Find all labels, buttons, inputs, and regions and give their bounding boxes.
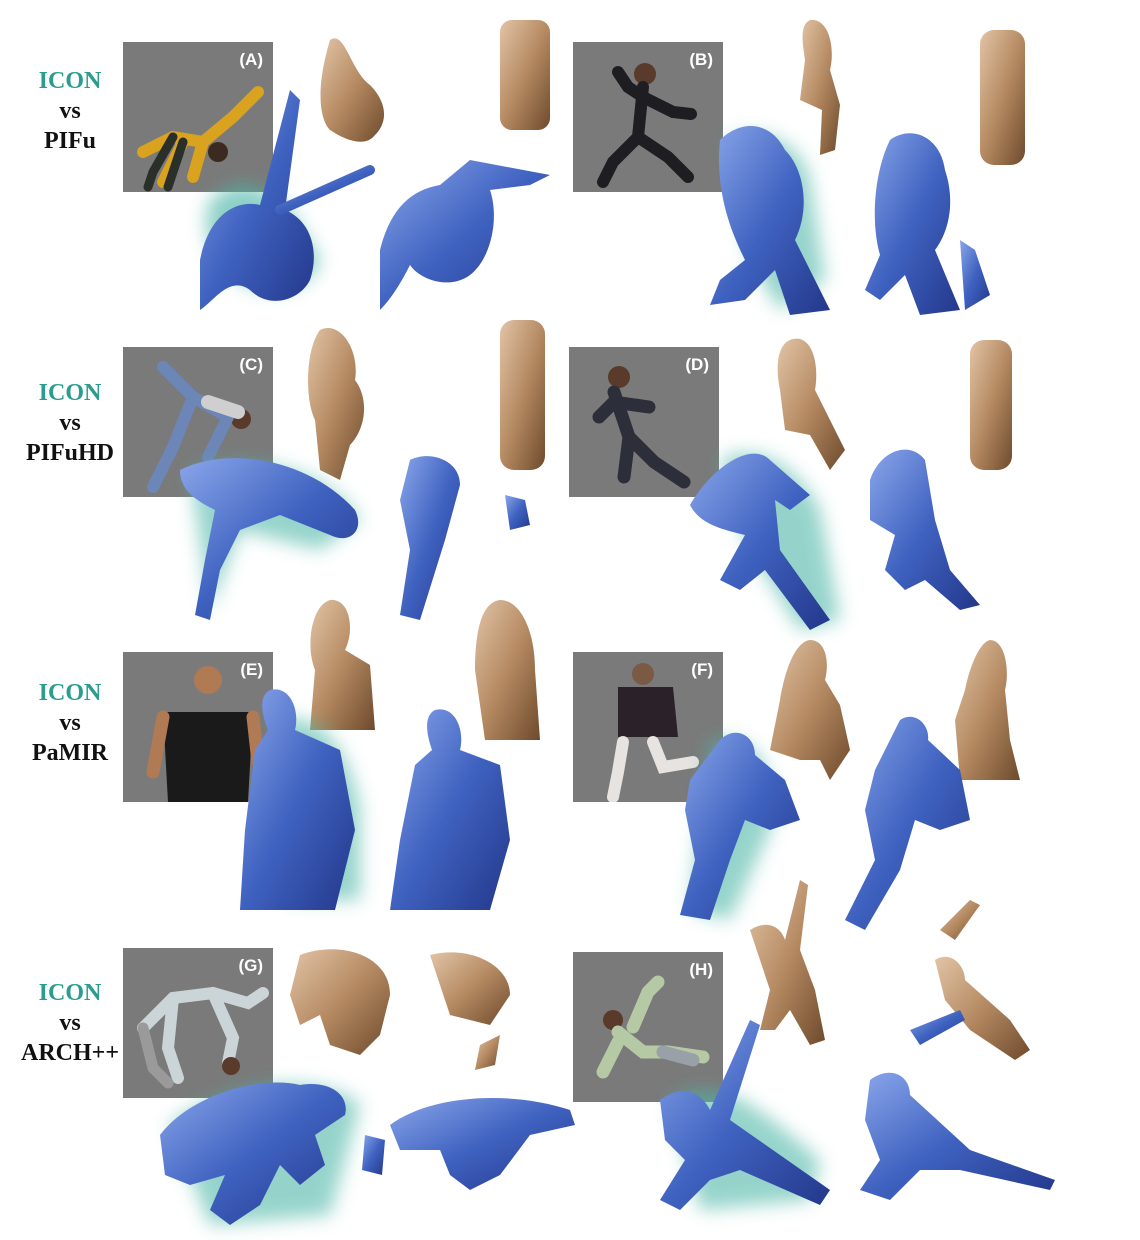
person-silhouette [607, 663, 699, 802]
mesh-figures-d [690, 338, 1012, 630]
pamir-mesh-side [475, 600, 540, 740]
icon-mesh [160, 1082, 346, 1225]
input-photo-g: (G) [123, 948, 273, 1098]
panel-tag: (G) [238, 956, 263, 975]
vs-text: vs [59, 410, 81, 436]
pifuhd-mesh-side [500, 320, 545, 470]
baseline-mesh-blue [362, 1098, 575, 1190]
baseline-mesh-blue [865, 133, 990, 315]
person-silhouette [596, 975, 710, 1079]
pifuhd-mesh-front [308, 328, 365, 480]
method-name: ICON [38, 380, 102, 406]
baseline-mesh-blue [400, 456, 530, 620]
panel-tag: (D) [685, 355, 709, 374]
panel-tag: (H) [689, 960, 713, 979]
icon-mesh [680, 732, 800, 920]
person-silhouette [137, 86, 264, 192]
mesh-figures-a [200, 20, 550, 310]
baseline-name: PIFu [43, 128, 96, 154]
input-photo-b: (B) [573, 42, 723, 192]
person-silhouette [146, 666, 265, 802]
pamir-mesh-front [310, 599, 375, 730]
person-silhouette [592, 366, 691, 489]
pifu-mesh-front [320, 38, 385, 142]
baseline-mesh-blue [380, 160, 550, 310]
mesh-figures-h [660, 880, 1055, 1210]
archpp-mesh-front [290, 949, 390, 1055]
mesh-figures-e [240, 599, 540, 910]
archpp-mesh-front [750, 880, 825, 1045]
person-silhouette [137, 986, 269, 1089]
archpp-mesh-side [430, 952, 510, 1070]
row-label-2: ICON vs PIFuHD [15, 378, 125, 468]
panel-tag: (B) [689, 50, 713, 69]
baseline-mesh-blue [845, 716, 970, 930]
baseline-name: ARCH++ [20, 1040, 119, 1066]
baseline-mesh-blue [860, 1010, 1055, 1200]
panel-tag: (A) [239, 50, 263, 69]
pifu-mesh-side [980, 30, 1025, 165]
pifu-mesh-side [500, 20, 550, 130]
vs-text: vs [59, 710, 81, 736]
icon-mesh [710, 126, 830, 315]
input-photo-e: (E) [123, 652, 273, 802]
pifuhd-mesh-side [970, 340, 1012, 470]
mesh-figures-f [680, 640, 1020, 930]
pamir-mesh-side [955, 640, 1020, 780]
input-photo-d: (D) [569, 347, 719, 497]
method-name: ICON [38, 980, 102, 1006]
archpp-mesh-side [935, 900, 1030, 1060]
row-label-4: ICON vs ARCH++ [15, 978, 125, 1068]
baseline-name: PIFuHD [25, 440, 114, 466]
panel-tag: (C) [239, 355, 263, 374]
row-label-3: ICON vs PaMIR [15, 678, 125, 768]
pamir-mesh-front [770, 640, 850, 780]
icon-mesh [690, 453, 830, 630]
icon-mesh [180, 458, 359, 620]
icon-mesh [200, 90, 375, 310]
baseline-mesh-blue [870, 449, 980, 610]
vs-text: vs [59, 98, 81, 124]
icon-mesh [660, 1020, 830, 1210]
icon-mesh [240, 689, 355, 910]
input-photo-h: (H) [573, 952, 723, 1102]
mesh-figures-b [710, 19, 1025, 315]
mesh-figures-g [160, 949, 575, 1225]
pifu-mesh-front [800, 19, 840, 156]
vs-text: vs [59, 1010, 81, 1036]
person-silhouette [597, 63, 697, 188]
method-name: ICON [38, 68, 102, 94]
mesh-figures-c [180, 320, 545, 620]
baseline-mesh-blue [390, 709, 510, 910]
input-photo-a: (A) [123, 42, 273, 192]
panel-tag: (F) [691, 660, 713, 679]
method-name: ICON [38, 680, 102, 706]
row-label-1: ICON vs PIFu [15, 66, 125, 156]
person-silhouette [147, 361, 251, 493]
baseline-name: PaMIR [32, 740, 108, 766]
panel-tag: (E) [240, 660, 263, 679]
pifuhd-mesh-front [777, 338, 845, 470]
